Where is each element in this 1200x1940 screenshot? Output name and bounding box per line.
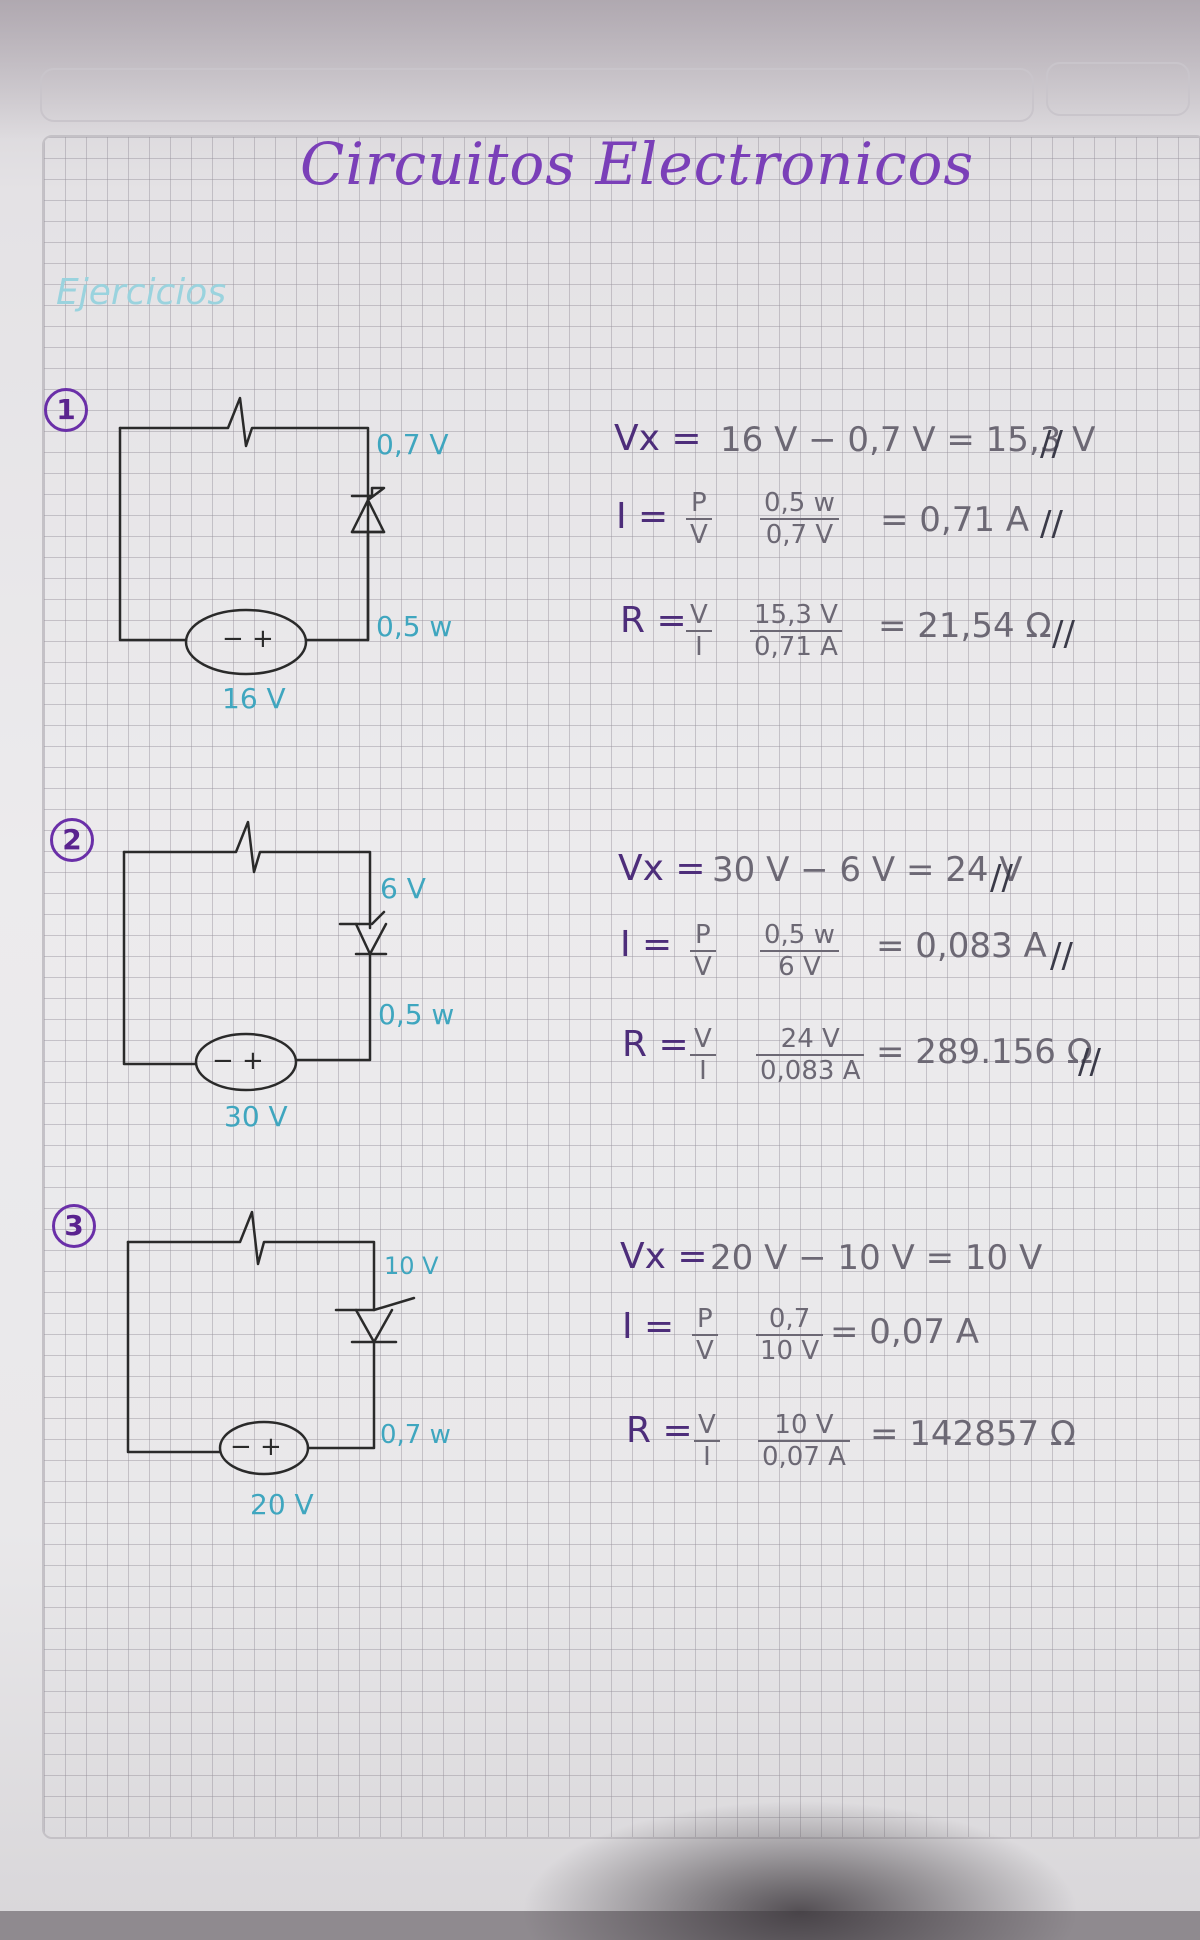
exercise-3-power: 0,7 w	[380, 1420, 451, 1450]
ex2-r-mark: //	[1078, 1042, 1101, 1082]
exercise-3-source-voltage: 20 V	[250, 1488, 314, 1521]
circuit-1	[118, 396, 386, 676]
ex2-r-result: = 289.156 Ω	[876, 1032, 1093, 1072]
source-2-symbol: − +	[212, 1046, 264, 1076]
ex1-i-result: = 0,71 A	[880, 500, 1030, 540]
source-1-symbol: − +	[222, 624, 274, 654]
ex2-vx-mark: //	[990, 858, 1013, 898]
exercise-1-power: 0,5 w	[376, 610, 453, 643]
ex3-r-result: = 142857 Ω	[870, 1414, 1076, 1454]
ex2-i-lhs: I =	[620, 924, 673, 965]
ex1-r-lhs: R =	[620, 600, 687, 641]
exercise-3-number: 3	[52, 1204, 96, 1248]
ex3-r-lhs: R =	[626, 1410, 693, 1451]
ex1-vx-rhs: 16 V − 0,7 V = 15,3 V	[720, 420, 1096, 460]
page-subtitle: Ejercicios	[56, 272, 227, 313]
ex2-vx-lhs: Vx =	[618, 848, 706, 889]
source-3-symbol: − +	[230, 1432, 282, 1462]
exercise-3-zener-voltage: 10 V	[384, 1252, 439, 1280]
ex1-i-lhs: I =	[616, 496, 669, 537]
ex2-i-mark: //	[1050, 936, 1073, 976]
exercise-1-number: 1	[44, 388, 88, 432]
header-field-small	[1046, 62, 1190, 116]
page-title: Circuitos Electronicos	[300, 130, 975, 198]
bottom-shadow	[520, 1800, 1080, 1940]
ex3-i-lhs: I =	[622, 1306, 675, 1347]
exercise-2-power: 0,5 w	[378, 998, 455, 1031]
header-field	[40, 68, 1034, 122]
ex2-r-lhs: R =	[622, 1024, 689, 1065]
top-shadow	[0, 0, 1200, 140]
exercise-1-zener-voltage: 0,7 V	[376, 428, 449, 461]
exercise-1-source-voltage: 16 V	[222, 682, 286, 715]
ex3-vx-lhs: Vx =	[620, 1236, 708, 1277]
ex1-vx-lhs: Vx =	[614, 418, 702, 459]
ex3-vx-rhs: 20 V − 10 V = 10 V	[710, 1238, 1043, 1278]
grid-area	[42, 135, 1200, 1839]
ex1-vx-mark: //	[1040, 424, 1063, 464]
ex1-i-mark: //	[1040, 504, 1063, 544]
exercise-2-zener-voltage: 6 V	[380, 872, 426, 905]
ex3-i-result: = 0,07 A	[830, 1312, 980, 1352]
circuit-2	[122, 820, 388, 1092]
ex2-vx-rhs: 30 V − 6 V = 24 V	[712, 850, 1023, 890]
ex1-r-result: = 21,54 Ω	[878, 606, 1052, 646]
ex1-r-mark: //	[1052, 614, 1075, 654]
circuit-3	[126, 1210, 416, 1476]
exercise-2-number: 2	[50, 818, 94, 862]
ex2-i-result: = 0,083 A	[876, 926, 1047, 966]
exercise-2-source-voltage: 30 V	[224, 1100, 288, 1133]
